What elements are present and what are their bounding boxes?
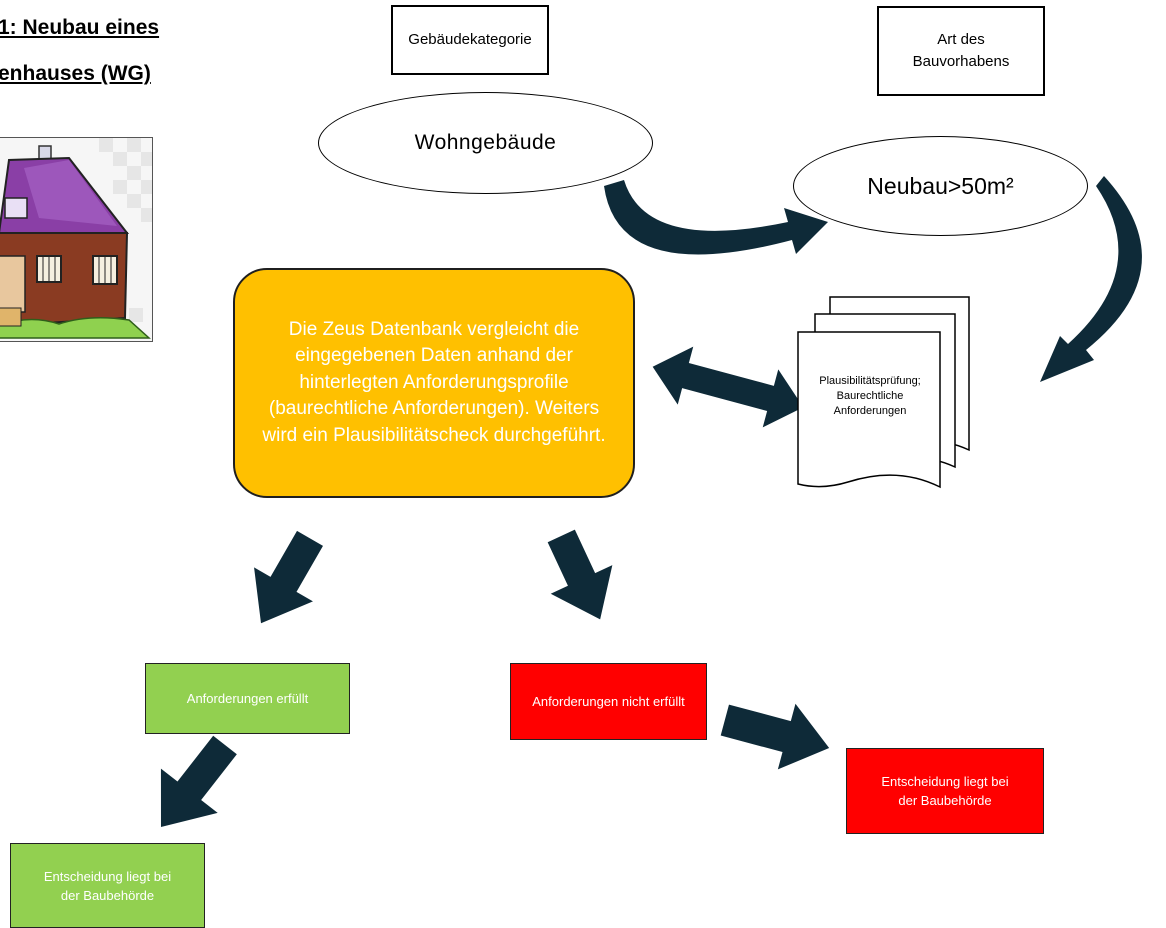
document-stack-label: Plausibilitätsprüfung; Baurechtliche Anf… <box>819 375 921 417</box>
arrow-down-icon <box>254 530 323 624</box>
category-label-box: Gebäudekategorie <box>391 5 549 75</box>
double-arrow-icon <box>652 346 804 428</box>
page-title-line-2: enhauses (WG) <box>0 62 151 85</box>
curved-arrow-icon <box>604 180 828 255</box>
house-illustration <box>0 137 153 342</box>
decision-authority-box-right: Entscheidung liegt bei der Baubehörde <box>846 748 1044 834</box>
arrow-down-icon <box>547 529 613 620</box>
arrow-down-icon <box>160 735 237 827</box>
requirements-not-fulfilled-box: Anforderungen nicht erfüllt <box>510 663 707 740</box>
house-illustration-icon <box>0 138 152 341</box>
arrow-right-icon <box>720 703 830 770</box>
curved-arrow-icon <box>1040 176 1142 382</box>
requirements-fulfilled-box: Anforderungen erfüllt <box>145 663 350 734</box>
page-title-line-1: 1: Neubau eines <box>0 16 160 39</box>
construction-type-ellipse: Neubau>50m² <box>793 136 1088 236</box>
database-process-box: Die Zeus Datenbank vergleicht die eingeg… <box>233 268 635 498</box>
decision-authority-box-left: Entscheidung liegt bei der Baubehörde <box>10 843 205 928</box>
database-process-text: Die Zeus Datenbank vergleicht die eingeg… <box>262 318 606 446</box>
project-type-label-box: Art des Bauvorhabens <box>877 6 1045 96</box>
building-category-ellipse: Wohngebäude <box>318 92 653 194</box>
